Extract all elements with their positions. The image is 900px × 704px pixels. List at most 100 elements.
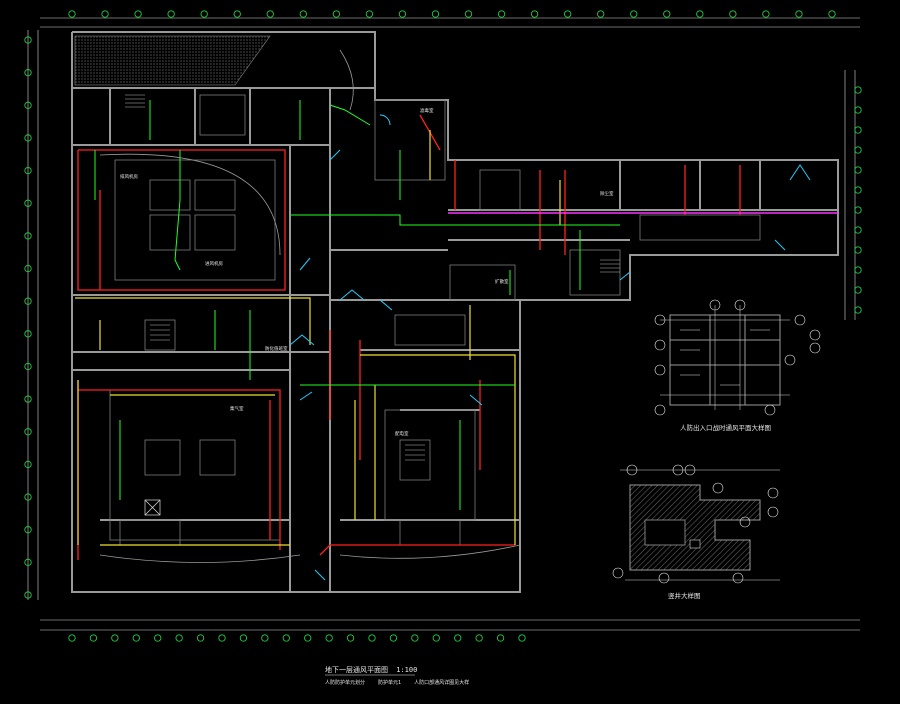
room-label: 防化值班室: [265, 345, 288, 352]
axis-bubble-top: [828, 10, 836, 18]
axis-bubble-left: [24, 199, 32, 207]
axis-bubble-top: [564, 10, 572, 18]
axis-bubble-top: [332, 10, 340, 18]
axis-bubble-top: [696, 10, 704, 18]
main-subtitle: 人防防护单元划分 防护单元1 人防口部通风详图见大样: [325, 679, 469, 686]
axis-bubble-top: [530, 10, 539, 18]
axis-bubble-top: [630, 10, 638, 18]
axis-bubble-top: [299, 10, 307, 18]
axis-bubble-top: [464, 10, 473, 18]
axis-bubble-right: [854, 306, 862, 314]
axis-bubble-left: [24, 558, 32, 567]
axis-bubble-left: [24, 591, 32, 599]
curved-walls: [99, 49, 521, 563]
axis-bubble-right: [854, 146, 862, 154]
axis-bubble-left: [24, 428, 32, 436]
axis-bubble-left: [24, 264, 32, 273]
axis-bubble-bottom: [132, 634, 140, 642]
axis-bubble-top: [663, 10, 671, 18]
axis-bubble-bottom: [368, 634, 376, 642]
axis-bubble-bottom: [89, 634, 98, 642]
axis-bubble-bottom: [196, 634, 205, 642]
axis-bubble-top: [365, 10, 374, 18]
axis-bubble-top: [795, 10, 803, 18]
axis-bubble-bottom: [389, 634, 398, 642]
axis-bubble-top: [233, 10, 241, 18]
stairs: [125, 94, 620, 461]
axis-bubble-top: [431, 10, 440, 18]
axis-bubble-bottom: [218, 634, 226, 642]
axis-bubble-bottom: [432, 634, 440, 642]
room-label: 进风机房: [205, 260, 223, 267]
detail1-title: 人防出入口战时通风平面大样图: [680, 423, 771, 432]
axis-bubble-left: [24, 330, 32, 338]
axis-bubble-left: [24, 362, 32, 371]
axis-bubble-top: [729, 10, 737, 18]
axis-bubble-right: [854, 266, 862, 274]
axis-bubble-left: [24, 101, 32, 109]
axis-bubble-bottom: [411, 634, 419, 642]
axis-bubble-right: [854, 286, 862, 294]
axis-bubble-top: [497, 10, 506, 18]
shaft-symbol: [144, 499, 161, 516]
axis-bubble-bottom: [68, 634, 76, 642]
axis-bubble-left: [24, 460, 32, 469]
axis-bubble-left: [24, 526, 32, 534]
axis-bubble-right: [854, 246, 862, 254]
axis-bubble-top: [68, 10, 76, 18]
axis-bubble-left: [24, 395, 32, 403]
dimension-frame: [27, 17, 860, 631]
axis-bubble-top: [762, 10, 770, 18]
axis-bubble-top: [134, 10, 142, 18]
room-label: 滤毒室: [420, 107, 434, 114]
axis-bubble-left: [24, 68, 32, 77]
axis-bubble-right: [854, 106, 862, 114]
axis-bubble-left: [24, 232, 32, 240]
room-label: 扩散室: [495, 278, 509, 285]
axis-bubble-right: [854, 126, 862, 134]
main-title-block: 地下一层通风平面图 1:100 人防防护单元划分 防护单元1 人防口部通风详图见…: [325, 665, 469, 686]
green-ventilation-lines: [94, 100, 620, 510]
axis-bubble-bottom: [454, 634, 462, 642]
axis-bubble-bottom: [475, 634, 483, 642]
hatched-soil-area: [74, 35, 271, 86]
axis-bubble-left: [24, 297, 32, 305]
room-label: 排风机房: [120, 173, 138, 180]
axis-bubble-bottom: [346, 634, 355, 642]
building-outline: [71, 31, 839, 593]
room-label: 集气室: [230, 405, 244, 412]
interior-walls: [109, 94, 761, 546]
axis-bubble-bottom: [304, 634, 312, 642]
axis-bubble-right: [854, 206, 862, 214]
axis-bubble-top: [597, 10, 605, 18]
axis-bubble-right: [854, 166, 862, 174]
axis-bubble-bottom: [496, 634, 505, 642]
axis-bubble-left: [24, 166, 32, 175]
axis-bubble-top: [266, 10, 274, 18]
detail-shaft-plan: 竖井大样图: [612, 464, 780, 600]
room-label: 除尘室: [600, 190, 614, 197]
axis-bubble-right: [854, 226, 862, 234]
axis-bubble-right: [854, 86, 862, 94]
axis-bubble-top: [200, 10, 208, 18]
axis-bubble-right: [854, 186, 862, 194]
axis-bubble-bottom: [282, 634, 290, 642]
axis-bubble-left: [24, 493, 32, 501]
axis-bubble-bottom: [154, 634, 162, 642]
axis-bubble-top: [398, 10, 407, 18]
door-swings: [289, 114, 811, 581]
axis-bubble-bottom: [518, 634, 526, 642]
axis-bubble-left: [24, 36, 32, 44]
main-title: 地下一层通风平面图 1:100: [325, 665, 417, 674]
yellow-ventilation-lines: [75, 130, 561, 546]
axis-bubbles: [24, 10, 862, 642]
axis-bubble-bottom: [111, 634, 119, 642]
axis-bubble-top: [167, 10, 175, 18]
axis-bubble-top: [101, 10, 109, 18]
detail-entrance-plan: 人防出入口战时通风平面大样图: [654, 299, 821, 432]
detail2-title: 竖井大样图: [668, 591, 701, 600]
axis-bubble-bottom: [175, 634, 183, 642]
